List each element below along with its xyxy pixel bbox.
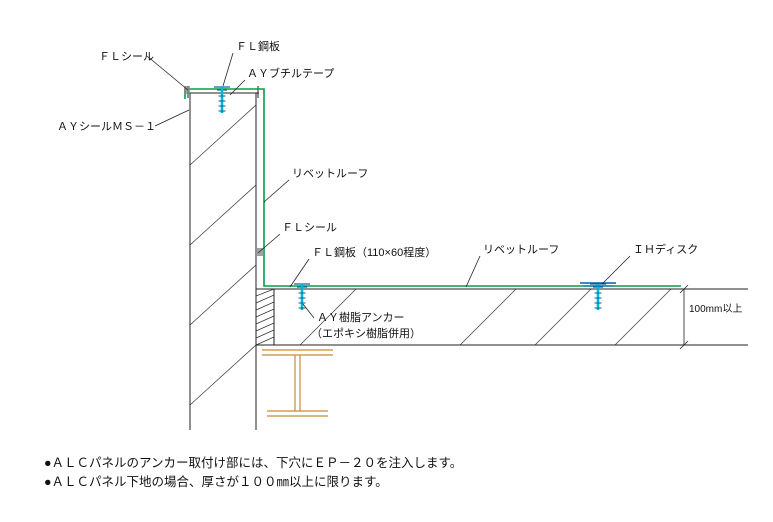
leader-ih-disk	[601, 255, 631, 285]
label-ih-disk: ＩＨディスク	[633, 242, 698, 256]
leader-rivet-roof-deck	[465, 255, 481, 288]
label-ay-seal-ms1: ＡＹシールＭＳ－１	[57, 121, 156, 133]
leader-ay-butyl-tape	[229, 79, 246, 96]
leader-ay-seal-ms1	[154, 109, 190, 127]
leader-fl-steel-top	[222, 52, 234, 87]
label-ay-butyl-tape: ＡＹブチルテープ	[247, 66, 334, 80]
label-rivet-roof-deck: リベットルーフ	[483, 244, 559, 256]
leader-rivet-roof-wall	[263, 179, 290, 203]
label-ay-resin-anchor-line1: ＡＹ樹脂アンカー	[317, 310, 405, 324]
label-fl-seal-top: ＦＬシール	[99, 51, 154, 63]
fl-seal-mid-blob	[257, 248, 264, 256]
wall-hatch	[189, 104, 257, 406]
leader-fl-seal-mid	[257, 233, 281, 254]
roof-hatch	[299, 288, 672, 346]
anchor-roof-right	[588, 282, 608, 312]
label-fl-steel-top: ＦＬ鋼板	[236, 39, 280, 53]
dimension-100mm	[679, 284, 689, 350]
anchor-roof-left	[292, 282, 312, 312]
note-alc-thickness: ●ＡＬＣパネル下地の場合、厚さが１００㎜以上に限ります。	[44, 475, 388, 489]
leader-ay-resin-anchor	[302, 303, 315, 319]
anchor-top-cap	[212, 85, 232, 115]
fl-seal-top-blob	[184, 86, 190, 94]
leader-fl-steel-mid	[289, 258, 310, 288]
leader-lines	[146, 52, 631, 319]
label-fl-steel-mid: ＦＬ鋼板（110×60程度）	[312, 245, 436, 259]
ih-disk-plate	[580, 282, 616, 287]
roof-panel	[256, 288, 748, 346]
parapet-wall	[187, 86, 259, 430]
note-anchor-ep20: ●ＡＬＣパネルのアンカー取付け部には、下穴にＥＰ－２０を注入します。	[44, 456, 463, 470]
steel-beam	[262, 349, 333, 417]
label-ay-resin-anchor-line2: （エポキシ樹脂併用）	[311, 326, 421, 340]
leader-fl-seal-top	[146, 55, 189, 91]
label-rivet-roof-wall: リベットルーフ	[292, 168, 368, 180]
label-fl-seal-mid: ＦＬシール	[282, 222, 337, 234]
dimension-100mm-label: 100mm以上	[689, 303, 742, 315]
joint-hatch	[255, 288, 275, 346]
